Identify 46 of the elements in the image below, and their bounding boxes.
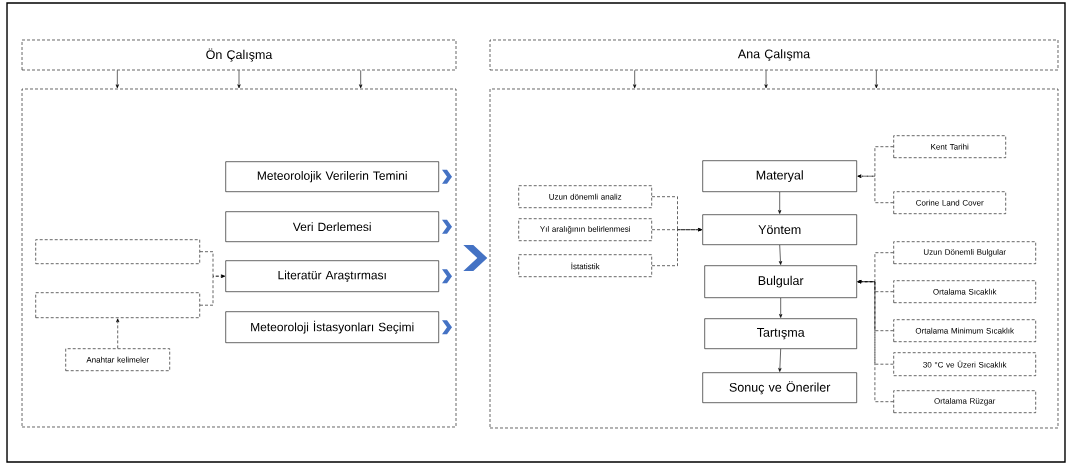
note-box: Kent Tarihi (893, 135, 1006, 158)
arrow (199, 274, 225, 306)
process-box: Yöntem (702, 214, 857, 245)
process-box: Veri Derlemesi (225, 211, 439, 242)
arrow (359, 70, 363, 89)
arrow (874, 70, 878, 89)
arrow (857, 174, 894, 203)
arrow (116, 318, 120, 349)
chevron-arrow (442, 269, 452, 284)
process-box: Meteoroloji İstasyonları Seçimi (225, 311, 439, 343)
process-box: Sonuç ve Öneriler (702, 372, 857, 403)
arrow (778, 244, 783, 265)
panel-box (21, 88, 457, 428)
process-box: Literatür Araştırması (225, 260, 439, 292)
arrow (115, 70, 119, 89)
process-box: Bulgular (704, 265, 857, 298)
note-box: Uzun Dönemli Bulgular (893, 241, 1036, 264)
header-box: Ana Çalışma (489, 39, 1059, 71)
process-box: Meteorolojik Verilerin Temini (225, 161, 439, 192)
arrow (778, 191, 782, 214)
arrow (857, 280, 894, 402)
process-box: Materyal (702, 160, 857, 192)
note-box (35, 292, 200, 318)
arrow (778, 348, 782, 372)
chevron-arrow (442, 169, 452, 184)
note-box: İstatistik (518, 254, 652, 277)
note-box: 30 °C ve Üzeri Sıcaklık (893, 352, 1036, 376)
chevron-arrow (442, 320, 452, 335)
arrow (633, 70, 637, 89)
arrow (764, 70, 768, 89)
arrow (237, 70, 241, 89)
note-box: Uzun dönemli analiz (518, 185, 652, 208)
arrow (779, 297, 783, 318)
chevron-arrow (463, 245, 488, 271)
arrow (651, 228, 702, 266)
header-box: Ön Çalışma (21, 39, 457, 71)
note-box: Ortalama Minimum Sıcaklık (893, 319, 1036, 342)
note-box: Ortalama Rüzgar (893, 390, 1036, 413)
process-box: Tartışma (704, 318, 857, 349)
panel-box (489, 88, 1059, 429)
note-box: Corine Land Cover (893, 191, 1006, 214)
note-box: Anahtar kelimeler (65, 348, 170, 371)
chevron-arrow (442, 219, 452, 234)
note-box: Yıl aralığının belirlenmesi (518, 218, 652, 241)
note-box (35, 239, 200, 264)
note-box: Ortalama Sıcaklık (893, 280, 1036, 303)
